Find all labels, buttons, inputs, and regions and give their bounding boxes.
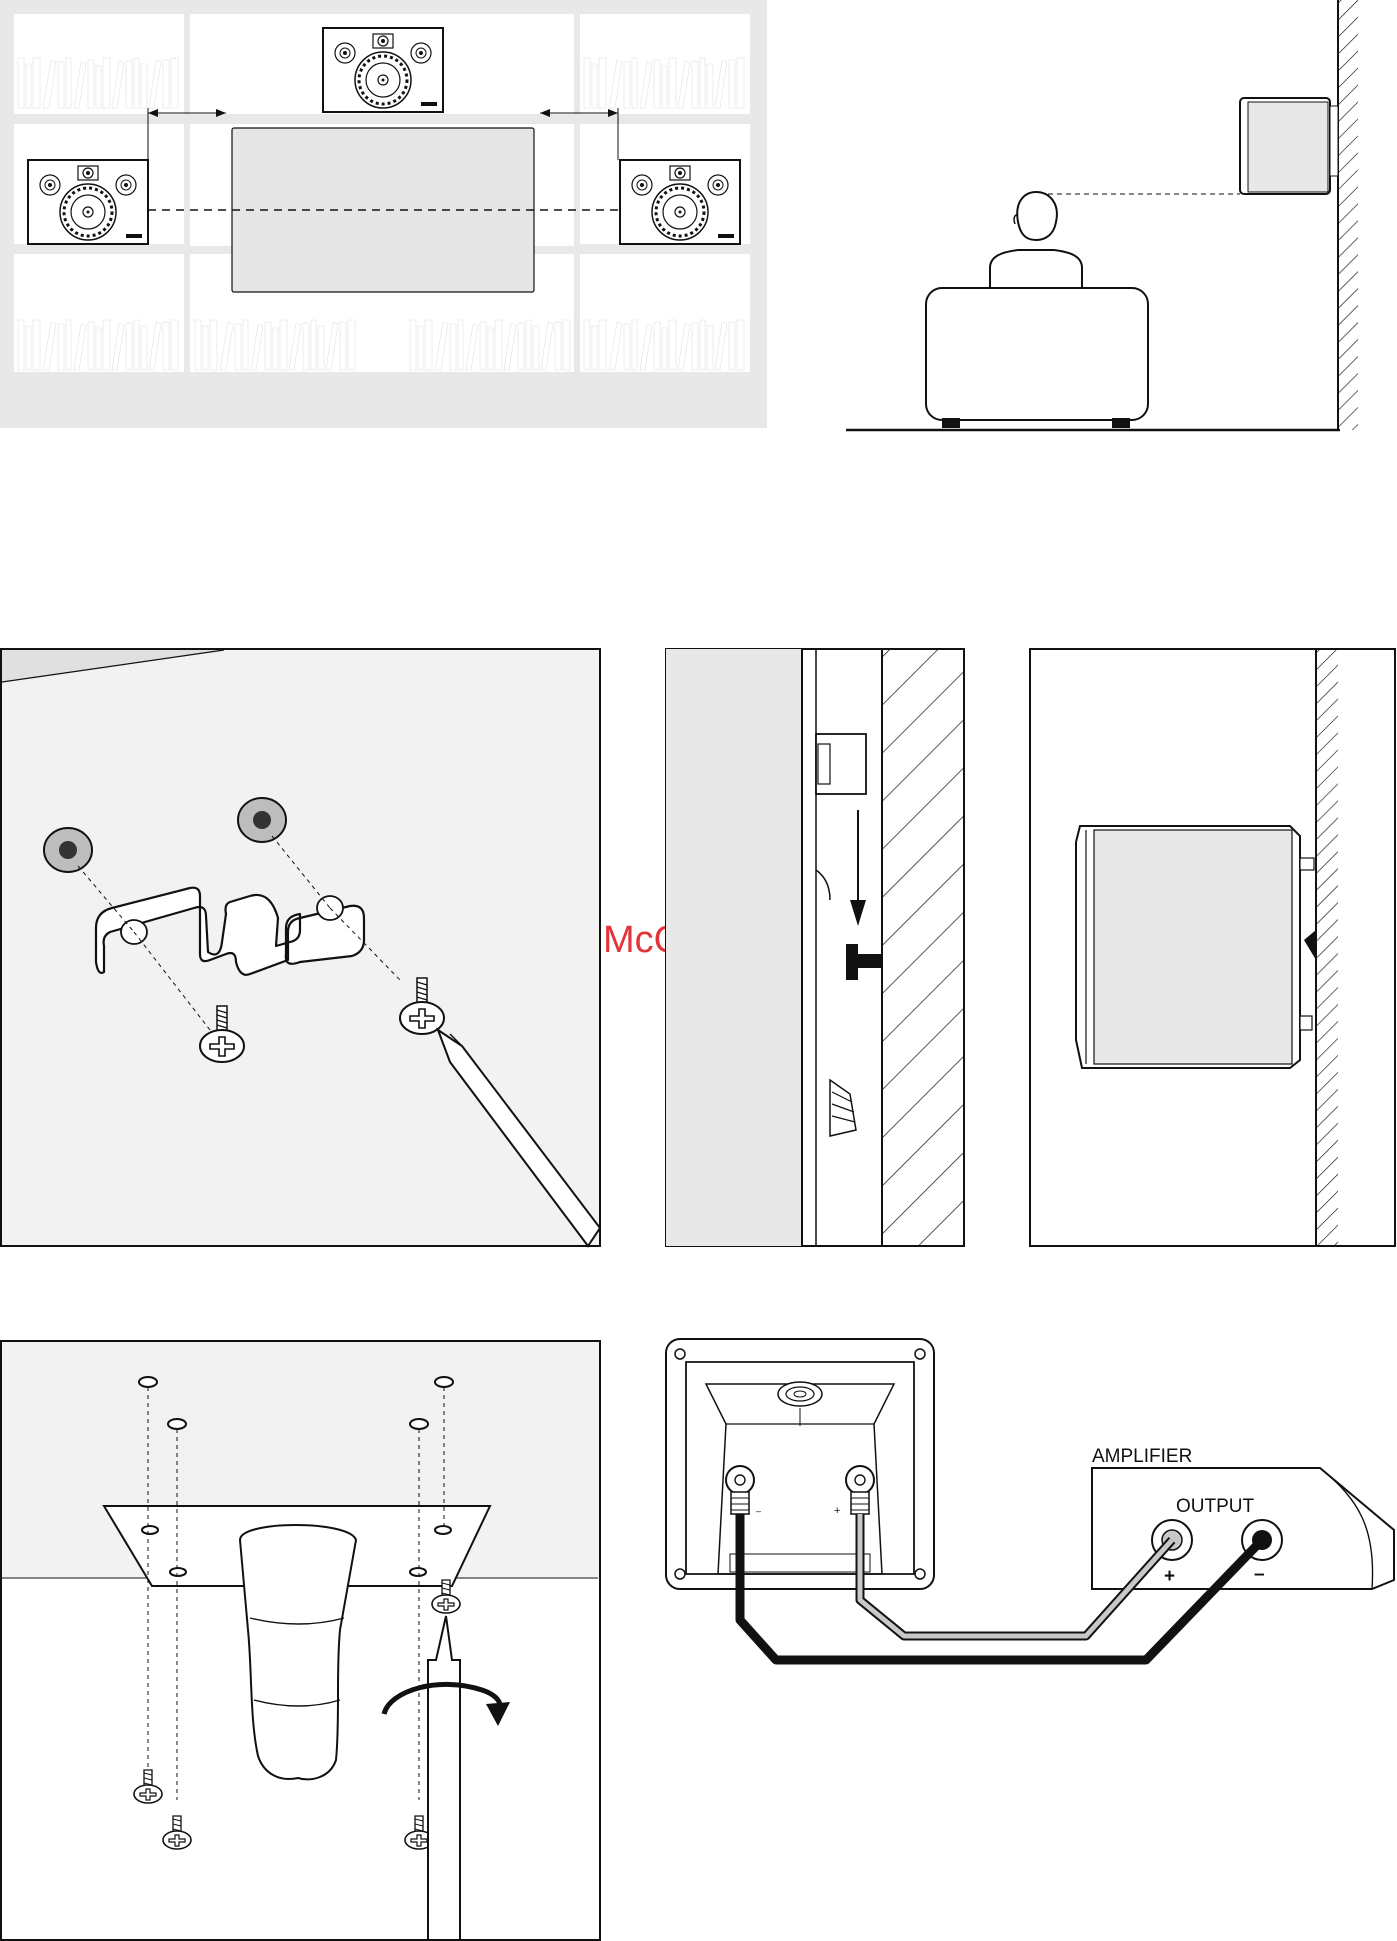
bracket-mounting-figure: [1, 649, 600, 1246]
speaker-back-panel: [666, 1339, 934, 1589]
placement-front-view: [0, 0, 767, 428]
wall-anchor: [238, 798, 286, 842]
wiring-figure: – + AMPLIFIER OUTPUT + –: [666, 1339, 1394, 1660]
amplifier-panel: AMPLIFIER OUTPUT + –: [1092, 1446, 1394, 1589]
placement-side-view: [846, 0, 1358, 430]
left-speaker-icon: [28, 160, 148, 244]
wall-speaker-icon: [1076, 826, 1316, 1068]
amplifier-title: AMPLIFIER: [1092, 1446, 1192, 1467]
right-speaker-icon: [620, 160, 740, 244]
output-label: OUTPUT: [1176, 1496, 1255, 1517]
center-speaker-icon: [323, 28, 443, 112]
slide-on-figure: [666, 649, 964, 1246]
amp-minus-label: –: [1254, 1564, 1265, 1585]
listener-icon: [990, 192, 1082, 290]
amp-plus-label: +: [1164, 1566, 1175, 1587]
sofa-icon: [926, 288, 1148, 428]
speaker-plus-label: +: [834, 1505, 840, 1517]
mounted-speaker-figure: [1030, 649, 1395, 1246]
screwdriver-icon: [428, 1616, 460, 1940]
wall-anchor: [44, 828, 92, 872]
ceiling-mount-figure: [1, 1341, 600, 1940]
speaker-minus-label: –: [756, 1506, 761, 1516]
wall-speaker-icon: [1240, 98, 1338, 194]
